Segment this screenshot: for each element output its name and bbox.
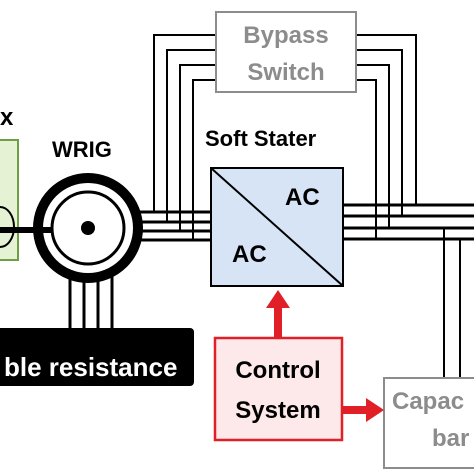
capacitor-bank-box [383,377,474,469]
grid-output-lines [343,203,474,241]
arrow-to-capacitor-bank [342,398,384,422]
soft-starter-diagonal [210,167,344,287]
arrow-to-soft-starter [266,290,290,338]
bypass-wires-right [356,34,417,239]
capacitor-label-line1: Capac [392,388,464,415]
bypass-switch-box [215,11,357,93]
stator-lines [136,210,211,242]
rotor-leads [68,277,114,328]
capacitor-label-line2: bar [432,425,469,452]
bypass-wires-left [153,34,218,240]
wrig-shaft-center [81,221,95,235]
soft-starter-label: Soft Stater [205,126,317,151]
bypass-label-line2: Switch [247,59,324,86]
resistance-label: ble resistance [4,352,177,382]
bypass-label-line1: Bypass [243,22,328,49]
control-label-line2: System [235,397,320,424]
wrig-outer-ring [33,173,143,283]
wrig-label: WRIG [52,137,112,162]
resistance-box [0,328,194,386]
control-system-box [213,336,344,442]
ac-output-label: AC [285,184,320,211]
capacitor-feed-wires [443,228,461,380]
ac-input-label: AC [232,241,267,268]
control-label-line1: Control [235,357,320,384]
gearbox-label-fragment: x [0,104,14,131]
